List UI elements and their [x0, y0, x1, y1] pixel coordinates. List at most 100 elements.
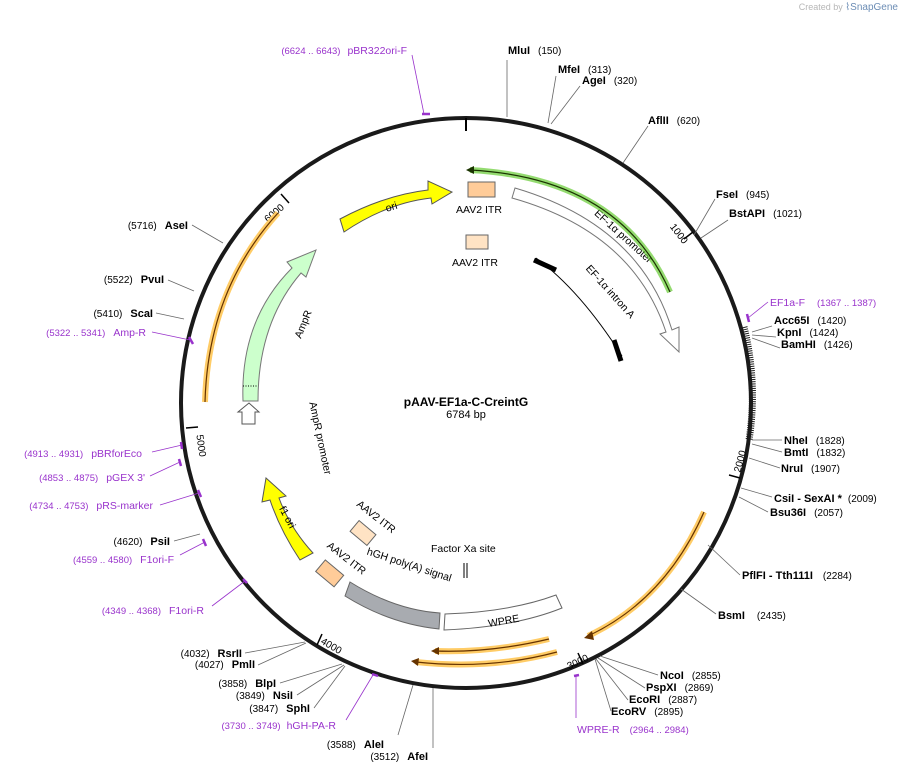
leader-pmli — [257, 642, 307, 666]
enzyme-site-mlui[interactable]: MluI(150) — [508, 45, 561, 57]
enzyme-site-ncoi[interactable]: NcoI(2855) — [660, 670, 721, 682]
enzyme-site-bamhi[interactable]: BamHI(1426) — [781, 339, 853, 351]
primer-marker-amp-r — [187, 336, 195, 345]
primer-marker-f1ori-r — [242, 578, 248, 584]
aav2-itr-feature-lower-inner[interactable] — [349, 519, 377, 547]
enzyme-site-pspxi[interactable]: PspXI(2869) — [646, 682, 713, 694]
primer-prs-marker[interactable]: (4734 .. 4753)pRS-marker — [29, 500, 153, 512]
orange-arrowhead-b1-icon — [431, 647, 439, 655]
orange-arc-left — [204, 212, 279, 403]
enzyme-site-asei[interactable]: (5716)AseI — [128, 220, 188, 232]
aav2-itr-feature-lower-outer[interactable] — [314, 559, 345, 588]
credit-prefix: Created by — [798, 2, 843, 12]
f1-ori-feature[interactable] — [261, 477, 314, 561]
ef1a-intron-line — [535, 257, 623, 357]
enzyme-site-ecori[interactable]: EcoRI(2887) — [629, 694, 697, 706]
primer-line-pgex3 — [149, 461, 181, 477]
enzyme-site-psii[interactable]: (4620)PsiI — [114, 536, 170, 548]
enzyme-site-bsmi[interactable]: BsmI(2435) — [718, 610, 786, 622]
ampr-label: AmpR — [293, 308, 315, 340]
primer-f1ori-f[interactable]: (4559 .. 4580)F1ori-F — [73, 554, 174, 566]
wpre-feature[interactable] — [443, 594, 563, 631]
enzyme-site-agei[interactable]: AgeI(320) — [582, 75, 637, 87]
leader-csii — [740, 487, 773, 498]
hgh-polya-feature[interactable] — [344, 581, 441, 630]
ampr-feature[interactable] — [242, 249, 317, 402]
enzyme-site-scai[interactable]: (5410)ScaI — [93, 308, 153, 320]
leader-asei — [191, 224, 224, 244]
primer-line-amp-r — [151, 331, 191, 341]
primer-pbrforeco[interactable]: (4913 .. 4931)pBRforEco — [24, 448, 142, 460]
primer-wpre-r[interactable]: WPRE-R(2964 .. 2984) — [577, 724, 689, 736]
leader-ecori — [595, 658, 629, 701]
primer-marker-f1ori-f — [201, 538, 208, 547]
snapgene-credit: Created by ⌇SnapGene — [799, 2, 898, 13]
ef1a-promoter-feature[interactable] — [511, 187, 680, 354]
enzyme-site-acc65i[interactable]: Acc65I(1420) — [774, 315, 846, 327]
aav2-itr-feature-inner[interactable] — [465, 234, 489, 250]
leader-bmti — [751, 443, 783, 453]
primer-line-pbr322ori-f — [411, 54, 425, 115]
enzyme-site-pvui[interactable]: (5522)PvuI — [104, 274, 164, 286]
leader-bstapi — [700, 219, 729, 239]
tick-4000 — [316, 633, 323, 646]
orange-arc-right — [587, 511, 705, 637]
leader-nrui — [748, 457, 781, 469]
tick-6000 — [280, 193, 290, 204]
primer-ef1a-f[interactable]: EF1a-F(1367 .. 1387) — [770, 297, 876, 309]
primer-hgh-pa-r[interactable]: (3730 .. 3749)hGH-PA-R — [221, 720, 336, 732]
aav2-itr-label-inner: AAV2 ITR — [452, 257, 498, 269]
leader-pvui — [167, 279, 195, 292]
tick-2000 — [728, 474, 741, 479]
enzyme-site-kpni[interactable]: KpnI(1424) — [777, 327, 838, 339]
primer-f1ori-r[interactable]: (4349 .. 4368)F1ori-R — [102, 605, 205, 617]
ori-feature[interactable] — [339, 180, 454, 233]
enzyme-leader-lines — [155, 60, 783, 748]
credit-brand: SnapGene — [850, 2, 898, 13]
ampr-promoter-feature[interactable] — [236, 402, 261, 425]
primer-line-prs-marker — [159, 492, 200, 506]
enzyme-site-csii-sexai[interactable]: CsiI - SexAI *(2009) — [774, 493, 877, 505]
leader-bamhi — [751, 337, 781, 349]
enzyme-site-ecorv[interactable]: EcoRV(2895) — [611, 706, 683, 718]
primer-marker-pbrforeco — [179, 441, 184, 450]
enzyme-site-bsu36i[interactable]: Bsu36I(2057) — [770, 507, 843, 519]
leader-blpi — [279, 663, 343, 684]
enzyme-site-nhei[interactable]: NheI(1828) — [784, 435, 845, 447]
aav2-itr-feature-top[interactable] — [467, 181, 496, 198]
leader-psii — [173, 533, 201, 542]
enzyme-site-afei[interactable]: (3512)AfeI — [370, 751, 428, 763]
primer-pgex3[interactable]: (4853 .. 4875)pGEX 3' — [39, 472, 145, 484]
leader-kpni — [751, 334, 777, 338]
enzyme-site-nrui[interactable]: NruI(1907) — [781, 463, 840, 475]
enzyme-site-alei[interactable]: (3588)AleI — [327, 739, 384, 751]
intron-marker-end — [611, 339, 624, 362]
primer-amp-r[interactable]: (5322 .. 5341)Amp-R — [46, 327, 146, 339]
orange-arrowhead-right-icon — [584, 631, 594, 640]
enzyme-site-blpi[interactable]: (3858)BlpI — [218, 678, 276, 690]
orange-arc-bottom1 — [434, 638, 550, 652]
intron-marker-start — [532, 257, 558, 273]
primer-pbr322ori-f[interactable]: (6624 .. 6643)pBR322ori-F — [281, 45, 407, 57]
leader-pflfi — [707, 544, 741, 576]
enzyme-site-sphi[interactable]: (3847)SphI — [249, 703, 310, 715]
orange-arc-bottom2 — [415, 651, 558, 666]
primer-marker-prs-marker — [196, 489, 203, 498]
leader-bsmi — [680, 588, 717, 615]
enzyme-site-bmti[interactable]: BmtI(1832) — [784, 447, 845, 459]
snapgene-logo-icon: ⌇ — [845, 2, 851, 13]
enzyme-site-bstapi[interactable]: BstAPI(1021) — [729, 208, 802, 220]
enzyme-site-mfei[interactable]: MfeI(313) — [558, 64, 611, 76]
enzyme-site-fsei[interactable]: FseI(945) — [716, 189, 769, 201]
leader-aflii — [622, 125, 649, 164]
leader-mfei — [547, 75, 557, 124]
green-feature-line — [469, 169, 671, 293]
enzyme-site-rsrii[interactable]: (4032)RsrII — [181, 648, 242, 660]
primer-marker-ef1a-f — [745, 313, 751, 323]
enzyme-site-aflii[interactable]: AflII(620) — [648, 115, 700, 127]
enzyme-site-pmli[interactable]: (4027)PmlI — [195, 659, 255, 671]
tick-label-3000: 3000 — [566, 653, 591, 673]
enzyme-site-pflfi-tth111i[interactable]: PflFI - Tth111I(2284) — [742, 570, 852, 582]
leader-ncoi — [599, 655, 659, 676]
enzyme-site-nsii[interactable]: (3849)NsiI — [236, 690, 293, 702]
